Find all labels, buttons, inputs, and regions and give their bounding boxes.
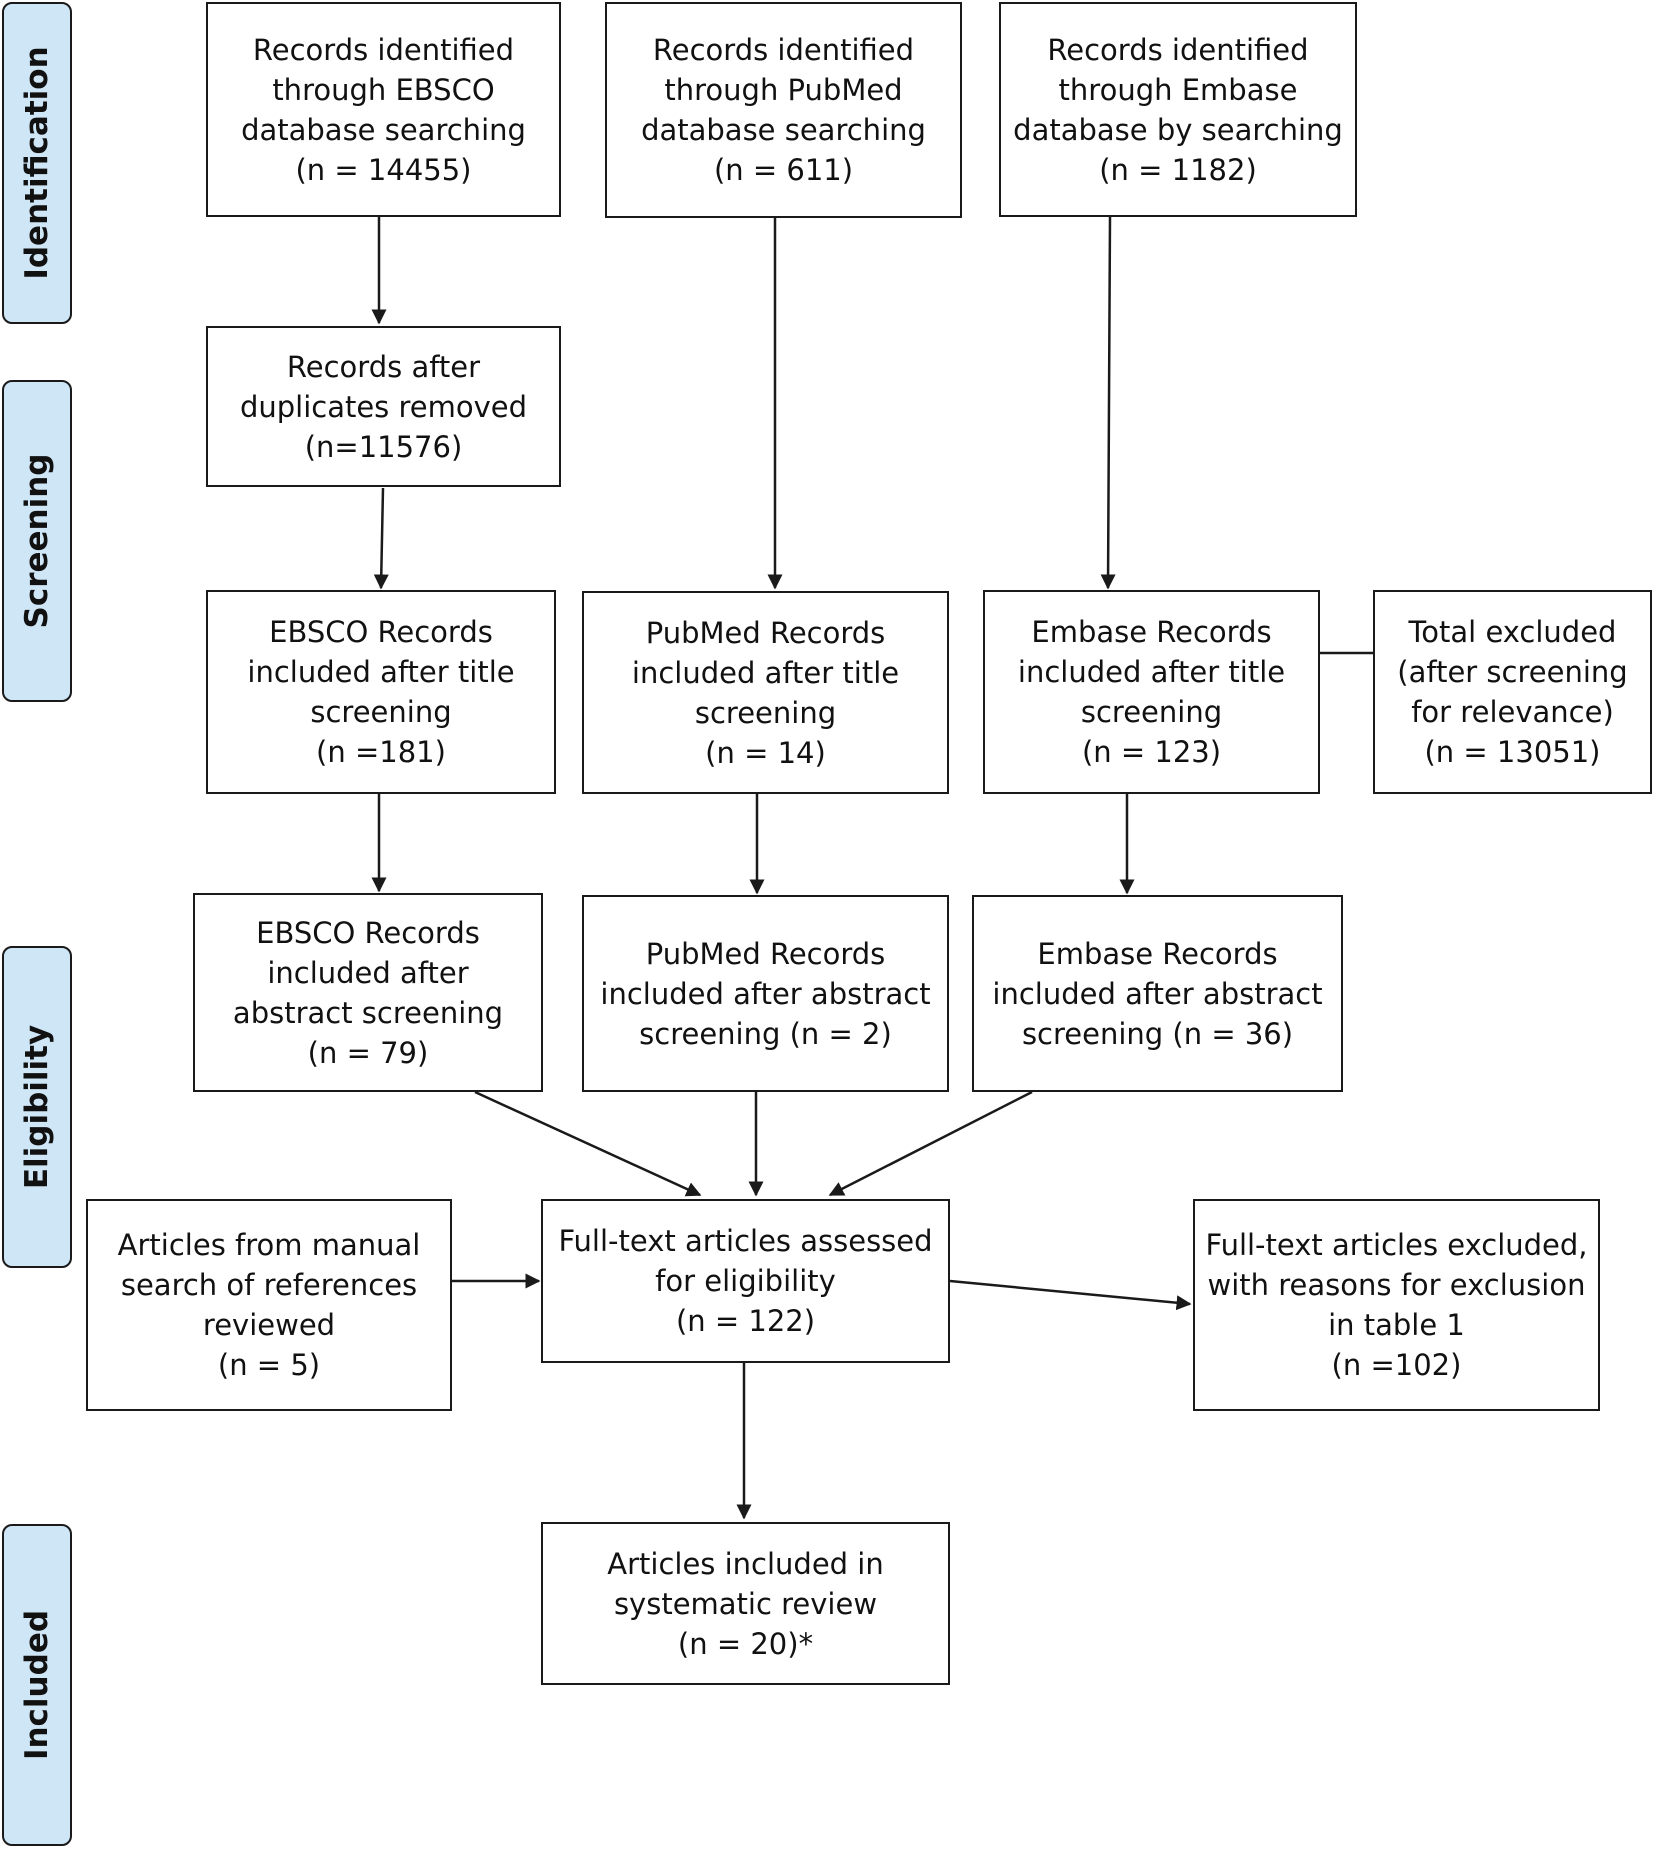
box-text: Total excluded (after screening for rele… bbox=[1397, 615, 1628, 769]
box-embase-title: Embase Records included after title scre… bbox=[983, 590, 1320, 794]
box-ebsco-identified: Records identified through EBSCO databas… bbox=[206, 2, 561, 217]
stage-label: Included bbox=[19, 1609, 55, 1761]
box-fulltext-excluded: Full-text articles excluded, with reason… bbox=[1193, 1199, 1600, 1411]
box-text: PubMed Records included after abstract s… bbox=[600, 936, 931, 1051]
arrow-embase-to-embase-title bbox=[1100, 216, 1116, 590]
box-included-review: Articles included in systematic review (… bbox=[541, 1522, 950, 1685]
box-text: EBSCO Records included after abstract sc… bbox=[232, 915, 504, 1070]
box-text: EBSCO Records included after title scree… bbox=[247, 615, 515, 769]
box-text: Records identified through PubMed databa… bbox=[641, 33, 926, 187]
arrow-fulltext-to-excluded bbox=[949, 1279, 1192, 1311]
box-text: PubMed Records included after title scre… bbox=[631, 615, 900, 770]
box-text: Full-text articles excluded, with reason… bbox=[1205, 1228, 1588, 1382]
box-text: Full-text articles assessed for eligibil… bbox=[558, 1224, 933, 1338]
stage-label: Screening bbox=[19, 453, 55, 629]
stage-label: Identification bbox=[19, 46, 55, 280]
arrow-embase-abstract-to-fulltext bbox=[828, 1090, 1033, 1197]
box-ebsco-title: EBSCO Records included after title scree… bbox=[206, 590, 556, 794]
arrow-ebsco-abstract-to-fulltext bbox=[474, 1090, 702, 1197]
stage-identification: Identification bbox=[2, 2, 72, 324]
stage-included: Included bbox=[2, 1524, 72, 1846]
box-ebsco-abstract: EBSCO Records included after abstract sc… bbox=[193, 893, 543, 1092]
box-text: Records identified through Embase databa… bbox=[1013, 32, 1343, 187]
box-embase-identified: Records identified through Embase databa… bbox=[999, 2, 1357, 217]
stage-label: Eligibility bbox=[19, 1024, 55, 1190]
stage-eligibility: Eligibility bbox=[2, 946, 72, 1268]
box-text: Embase Records included after title scre… bbox=[1017, 615, 1286, 769]
box-total-excluded: Total excluded (after screening for rele… bbox=[1373, 590, 1652, 794]
arrow-duplicates-to-ebsco-title bbox=[373, 487, 389, 590]
box-text: Articles included in systematic review (… bbox=[607, 1546, 884, 1661]
box-manual-search: Articles from manual search of reference… bbox=[86, 1199, 452, 1411]
box-pubmed-abstract: PubMed Records included after abstract s… bbox=[582, 895, 949, 1092]
box-fulltext-assessed: Full-text articles assessed for eligibil… bbox=[541, 1199, 950, 1363]
box-text: Records identified through EBSCO databas… bbox=[241, 32, 526, 187]
box-duplicates-removed: Records after duplicates removed (n=1157… bbox=[206, 326, 561, 487]
box-text: Articles from manual search of reference… bbox=[117, 1228, 421, 1382]
box-embase-abstract: Embase Records included after abstract s… bbox=[972, 895, 1343, 1092]
box-pubmed-title: PubMed Records included after title scre… bbox=[582, 591, 949, 794]
stage-screening: Screening bbox=[2, 380, 72, 702]
box-pubmed-identified: Records identified through PubMed databa… bbox=[605, 2, 962, 218]
box-text: Records after duplicates removed (n=1157… bbox=[239, 349, 528, 464]
box-text: Embase Records included after abstract s… bbox=[992, 936, 1323, 1051]
